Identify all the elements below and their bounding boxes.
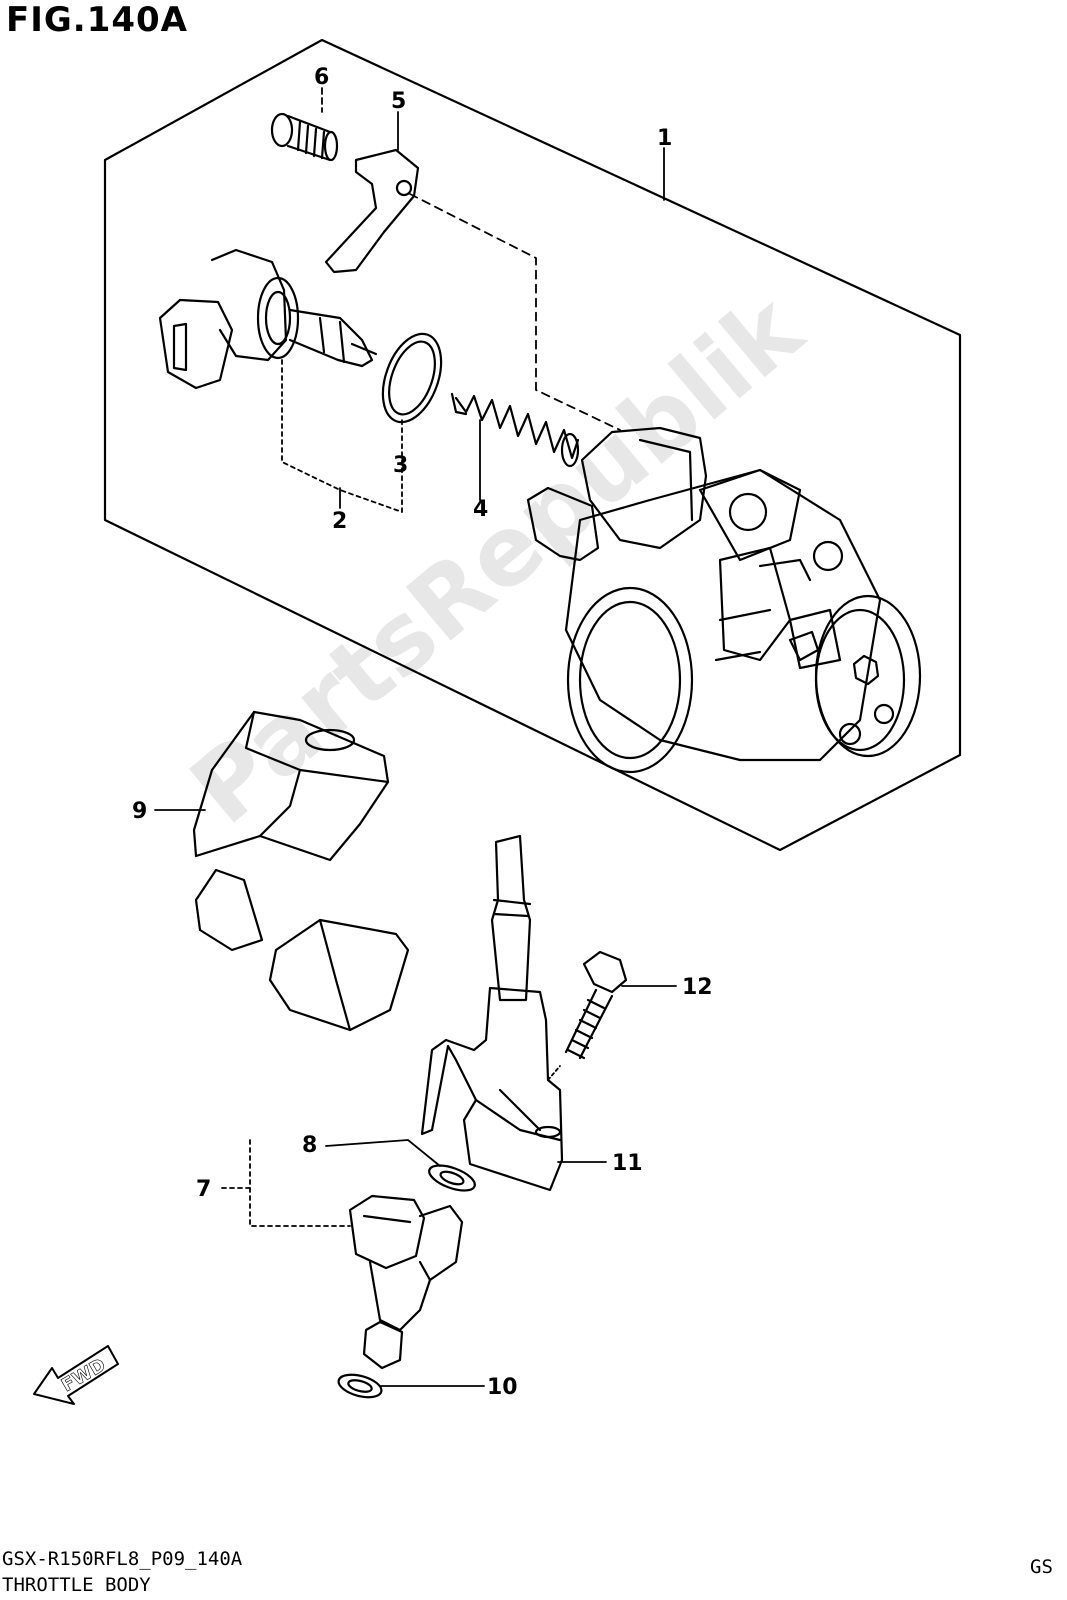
- callout-8: 8: [302, 1133, 317, 1158]
- callout-12: 12: [682, 975, 713, 1000]
- callout-3: 3: [393, 453, 408, 478]
- o-ring-part-10: [337, 1373, 383, 1399]
- callout-1: 1: [657, 126, 672, 151]
- sensor-part-2: [158, 248, 378, 390]
- callout-6: 6: [314, 65, 329, 90]
- screw-part-6: [270, 112, 339, 162]
- figure-name: THROTTLE BODY: [2, 1574, 151, 1596]
- lever-part-5: [324, 148, 420, 274]
- cap-part-9: [192, 710, 410, 1032]
- corner-code: GS: [1030, 1556, 1053, 1578]
- injector-part-7: [348, 1194, 464, 1370]
- callout-11: 11: [612, 1151, 643, 1176]
- bolt-part-12: [564, 950, 628, 1060]
- callout-9: 9: [132, 799, 147, 824]
- washer-part-8: [428, 1164, 476, 1192]
- throttle-body-part-1: [526, 426, 922, 774]
- callout-5: 5: [391, 89, 406, 114]
- figure-title: FIG.140A: [6, 0, 188, 40]
- callout-4: 4: [473, 497, 488, 522]
- callout-2: 2: [332, 509, 347, 534]
- o-ring-part-3: [381, 332, 443, 424]
- assembly-outline: [103, 38, 962, 852]
- injector-holder-part-11: [420, 834, 564, 1192]
- figure-code: GSX-R150RFL8_P09_140A: [2, 1548, 243, 1570]
- spring-part-4: [450, 392, 580, 468]
- callout-10: 10: [487, 1375, 518, 1400]
- leader-lines: [154, 87, 677, 1387]
- callout-7: 7: [196, 1177, 211, 1202]
- fwd-arrow-icon: [33, 1345, 119, 1405]
